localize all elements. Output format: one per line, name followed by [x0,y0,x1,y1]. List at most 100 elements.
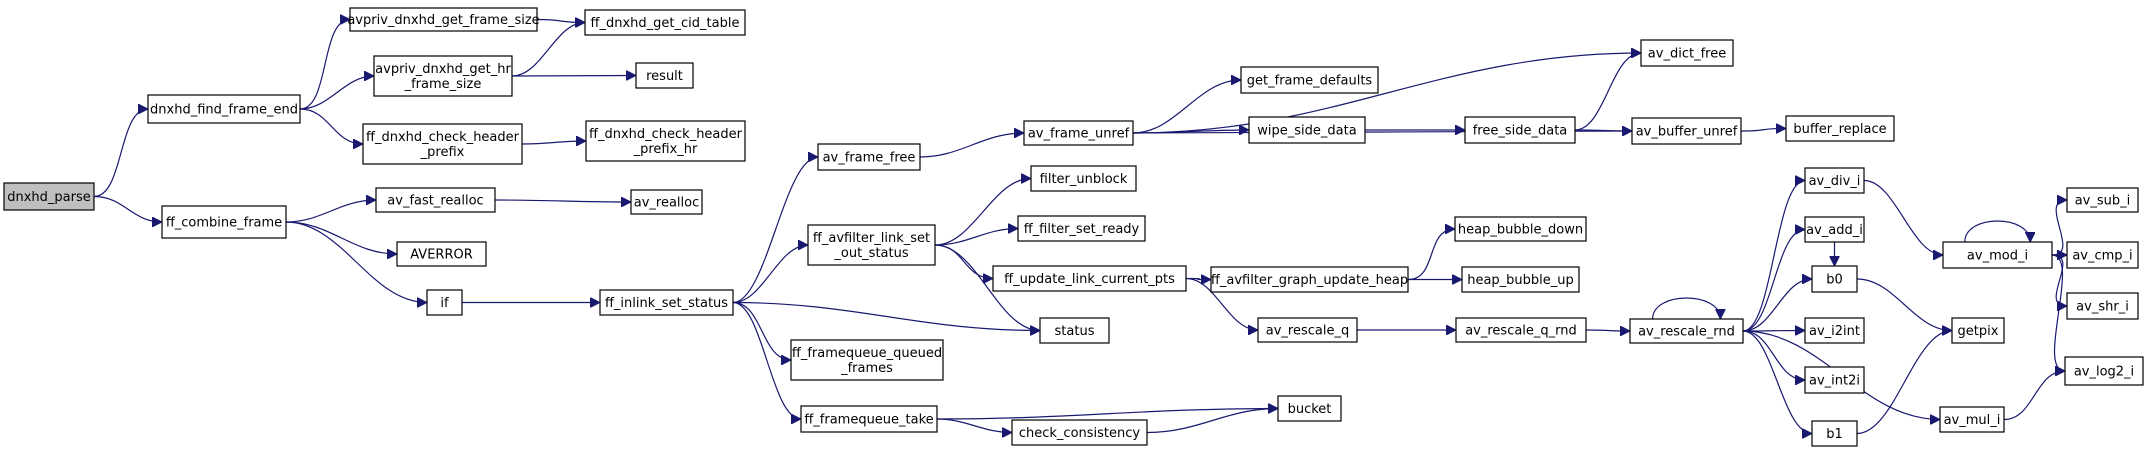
node-box [807,224,936,266]
node-av-fast-realloc[interactable]: av_fast_realloc [375,187,496,213]
node-label: av_div_i [1809,174,1861,189]
edge-ff-combine-frame-to-if [285,221,427,303]
edge-free-side-data-to-av-buffer-unref [1574,130,1632,131]
node-av-rescale-q[interactable]: av_rescale_q [1257,317,1358,343]
node-label: ff_update_link_current_pts [1004,272,1175,287]
edge-av-rescale-rnd-to-b0 [1742,279,1812,332]
node-av-shr-i[interactable]: av_shr_i [2066,292,2139,320]
node-ff-framequeue-take[interactable]: ff_framequeue_take [800,405,938,433]
node-av-mod-i[interactable]: av_mod_i [1942,241,2053,269]
node-av-dict-free[interactable]: av_dict_free [1640,39,1734,67]
node-box [161,205,287,239]
node-label: av_int2i [1809,374,1860,389]
node-get-frame-defaults[interactable]: get_frame_defaults [1240,66,1379,94]
node-box [1257,317,1358,343]
node-ff-filter-set-ready[interactable]: ff_filter_set_ready [1017,215,1146,242]
node-dnxhd-parse[interactable]: dnxhd_parse [3,182,95,211]
node-box [1629,318,1744,344]
node-b0[interactable]: b0 [1811,265,1858,293]
node-ff-avfilter-link-set-out-status[interactable]: ff_avfilter_link_set_out_status [807,224,936,266]
edge-av-rescale-rnd-to-av-rescale-rnd [1652,297,1721,320]
node-ff-update-link-current-pts[interactable]: ff_update_link_current_pts [992,265,1187,292]
node-label: filter_unblock [1040,172,1128,187]
node-buffer-replace[interactable]: buffer_replace [1785,115,1895,142]
node-label: av_rescale_rnd [1638,325,1735,340]
node-box [817,143,921,171]
node-box [2066,292,2139,320]
node-label: av_i2int [1809,324,1860,339]
node-dnxhd-find-frame-end[interactable]: dnxhd_find_frame_end [147,94,301,124]
node-free-side-data[interactable]: free_side_data [1464,116,1576,144]
node-av-i2int[interactable]: av_i2int [1804,317,1865,344]
node-av-rescale-q-rnd[interactable]: av_rescale_q_rnd [1455,317,1587,343]
node-av-add-i[interactable]: av_add_i [1804,216,1865,243]
node-box [1951,317,2005,344]
edge-ff-framequeue-take-to-check-consistency [936,418,1012,433]
edge-ff-update-link-current-pts-to-av-rescale-q [1185,277,1258,331]
node-ff-avfilter-graph-update-heap[interactable]: ff_avfilter_graph_update_heap [1210,266,1409,293]
node-label: avpriv_dnxhd_get_frame_size [347,13,539,28]
node-label: av_sub_i [2075,194,2131,209]
node-filter-unblock[interactable]: filter_unblock [1030,165,1137,192]
node-box [1248,116,1366,144]
node-box [630,189,703,215]
node-box [800,405,938,433]
node-wipe-side-data[interactable]: wipe_side_data [1248,116,1366,144]
node-heap-bubble-up[interactable]: heap_bubble_up [1461,266,1580,293]
node-av-frame-free[interactable]: av_frame_free [817,143,921,171]
node-av-cmp-i[interactable]: av_cmp_i [2066,241,2139,269]
node-av-buffer-unref[interactable]: av_buffer_unref [1631,117,1742,145]
node-av-realloc[interactable]: av_realloc [630,189,703,215]
node-box [2066,187,2139,213]
edge-ff-avfilter-link-set-out-status-to-ff-update-link-current-pts [934,244,993,279]
node-ff-dnxhd-get-cid-table[interactable]: ff_dnxhd_get_cid_table [584,9,746,36]
edge-dnxhd-parse-to-dnxhd-find-frame-end [93,109,149,198]
node-bucket[interactable]: bucket [1277,395,1342,422]
node-heap-bubble-down[interactable]: heap_bubble_down [1454,216,1587,242]
node-av-sub-i[interactable]: av_sub_i [2066,187,2139,213]
node-av-frame-unref[interactable]: av_frame_unref [1023,120,1134,146]
node-label: ff_avfilter_link_set [813,231,930,246]
edge-free-side-data-to-av-dict-free [1574,53,1642,131]
node-averror[interactable]: AVERROR [396,241,487,267]
node-label: _out_status [833,246,908,261]
node-label: ff_avfilter_graph_update_heap [1211,273,1408,288]
node-av-log2-i[interactable]: av_log2_i [2064,356,2144,386]
node-box [1455,317,1587,343]
node-avpriv-dnxhd-get-frame-size[interactable]: avpriv_dnxhd_get_frame_size [347,7,540,32]
node-ff-framequeue-queued-frames[interactable]: ff_framequeue_queued_frames [790,339,944,381]
edge-av-fast-realloc-to-av-realloc [494,200,631,202]
node-b1[interactable]: b1 [1811,420,1858,447]
node-ff-dnxhd-check-header-prefix-hr[interactable]: ff_dnxhd_check_header_prefix_hr [585,120,746,162]
edge-av-rescale-rnd-to-av-add-i [1742,230,1806,332]
node-av-mul-i[interactable]: av_mul_i [1939,406,2005,433]
node-box [396,241,487,267]
node-label: _frame_size [404,77,482,92]
node-box [373,55,513,97]
node-box [1811,420,1858,447]
node-label: ff_dnxhd_check_header [589,127,743,142]
edge-ff-avfilter-link-set-out-status-to-filter-unblock [934,179,1031,246]
node-result[interactable]: result [635,62,694,89]
edge-ff-inlink-set-status-to-ff-framequeue-queued-frames [732,301,792,361]
node-box [1039,317,1110,344]
edge-dnxhd-parse-to-ff-combine-frame [93,195,162,223]
node-status[interactable]: status [1039,317,1110,344]
node-label: av_buffer_unref [1636,125,1738,140]
node-if[interactable]: if [426,289,463,316]
node-avpriv-dnxhd-get-hr-frame-size[interactable]: avpriv_dnxhd_get_hr_frame_size [373,55,513,97]
node-label: ff_filter_set_ready [1024,222,1140,237]
node-label: av_frame_free [823,151,916,166]
node-ff-combine-frame[interactable]: ff_combine_frame [161,205,287,239]
node-box [375,187,496,213]
node-check-consistency[interactable]: check_consistency [1011,419,1148,446]
node-av-int2i[interactable]: av_int2i [1804,366,1865,394]
node-av-rescale-rnd[interactable]: av_rescale_rnd [1629,318,1744,344]
node-ff-dnxhd-check-header-prefix[interactable]: ff_dnxhd_check_header_prefix [362,123,523,165]
node-box [1277,395,1342,422]
node-av-div-i[interactable]: av_div_i [1804,167,1865,194]
node-getpix[interactable]: getpix [1951,317,2005,344]
node-label: av_fast_realloc [387,194,483,209]
edge-av-mod-i-to-av-log2-i [2051,254,2066,371]
node-ff-inlink-set-status[interactable]: ff_inlink_set_status [599,289,734,316]
